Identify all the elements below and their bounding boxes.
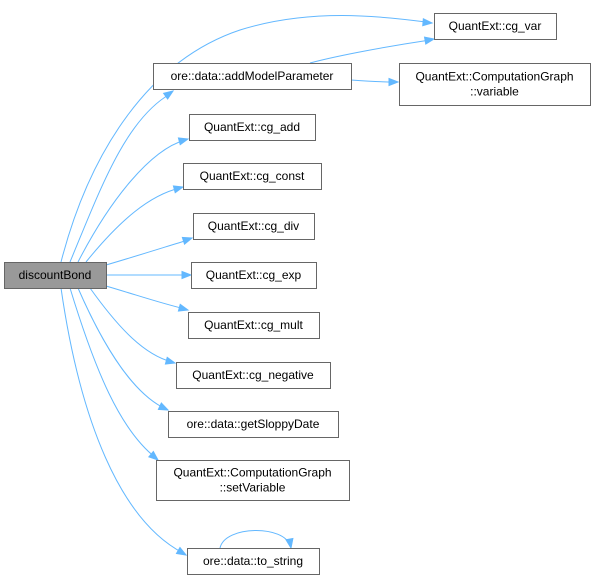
edge-discountBond-to-cg_var [60, 15, 434, 263]
arrowhead-icon [157, 402, 170, 411]
node-box [176, 362, 331, 389]
call-nodes: discountBond QuantExt::cg_varore::data::a… [4, 13, 591, 575]
edge-line [219, 530, 291, 549]
node-to_string[interactable]: ore::data::to_string [187, 548, 320, 575]
edge-line [350, 79, 395, 83]
node-label: QuantExt::cg_div [208, 219, 299, 233]
node-box [153, 63, 352, 90]
node-label: QuantExt::cg_exp [206, 268, 302, 282]
node-box [187, 548, 320, 575]
node-box [434, 13, 557, 40]
edge-discountBond-to-cg_const [85, 185, 185, 263]
node-box [189, 114, 316, 141]
arrowhead-icon [148, 450, 160, 461]
edge-discountBond-to-cg_negative [89, 287, 177, 365]
node-box [168, 411, 339, 438]
node-label: discountBond [19, 268, 92, 282]
node-label: QuantExt::ComputationGraph [415, 70, 573, 84]
arrowhead-icon [177, 137, 190, 146]
arrowhead-icon [164, 356, 177, 365]
edge-line [60, 287, 184, 554]
node-cg_negative[interactable]: QuantExt::cg_negative [176, 362, 331, 389]
node-label: QuantExt::cg_mult [204, 318, 303, 332]
node-label: ore::data::getSloppyDate [187, 417, 320, 431]
node-label: QuantExt::ComputationGraph [173, 466, 331, 480]
edge-addModelParameter-to-cg_var [309, 36, 436, 64]
edge-line [105, 239, 189, 266]
node-label: QuantExt::cg_add [204, 120, 300, 134]
node-cg_var[interactable]: QuantExt::cg_var [434, 13, 557, 40]
edge-discountBond-to-getSloppyDate [77, 287, 170, 411]
edge-line [60, 15, 427, 263]
edge-to_string-to-to_string [219, 530, 294, 550]
arrowhead-icon [423, 36, 436, 45]
node-cgVariable[interactable]: QuantExt::ComputationGraph::variable [399, 63, 591, 106]
node-box [183, 163, 322, 190]
edge-discountBond-to-cg_mult [105, 285, 190, 312]
node-cg_div[interactable]: QuantExt::cg_div [193, 213, 315, 240]
edge-discountBond-to-setVariable [69, 287, 160, 461]
node-box [4, 262, 107, 289]
edge-line [85, 187, 181, 263]
node-cg_const[interactable]: QuantExt::cg_const [183, 163, 322, 190]
node-label: ore::data::to_string [203, 554, 303, 568]
node-setVariable[interactable]: QuantExt::ComputationGraph::setVariable [156, 460, 350, 501]
node-getSloppyDate[interactable]: ore::data::getSloppyDate [168, 411, 339, 438]
node-box [188, 312, 320, 339]
arrowhead-icon [181, 270, 193, 280]
edge-discountBond-to-to_string [60, 287, 188, 556]
arrowhead-icon [177, 303, 190, 312]
edge-discountBond-to-addModelParameter [69, 90, 175, 263]
node-label: QuantExt::cg_negative [192, 368, 314, 382]
edge-discountBond-to-cg_add [77, 137, 190, 263]
node-label: ::setVariable [220, 481, 286, 495]
node-cg_exp[interactable]: QuantExt::cg_exp [191, 262, 317, 289]
edge-discountBond-to-cg_exp [106, 270, 193, 280]
node-label: ::variable [470, 85, 519, 99]
node-cg_mult[interactable]: QuantExt::cg_mult [188, 312, 320, 339]
node-box [156, 460, 350, 501]
edge-line [89, 287, 173, 363]
node-label: ore::data::addModelParameter [171, 69, 334, 83]
arrowhead-icon [181, 236, 194, 245]
edge-line [105, 285, 186, 310]
edge-addModelParameter-to-cgVariable [350, 77, 400, 87]
edge-line [69, 287, 157, 459]
node-box [193, 213, 315, 240]
edge-line [309, 39, 431, 64]
edge-line [69, 93, 171, 263]
node-cg_add[interactable]: QuantExt::cg_add [189, 114, 316, 141]
arrowhead-icon [388, 77, 400, 87]
node-label: QuantExt::cg_var [449, 19, 542, 33]
arrowhead-icon [285, 537, 294, 550]
arrowhead-icon [422, 17, 434, 27]
node-addModelParameter[interactable]: ore::data::addModelParameter [153, 63, 352, 90]
edge-discountBond-to-cg_div [105, 236, 194, 266]
edge-line [77, 287, 167, 410]
arrowhead-icon [172, 185, 185, 194]
node-box [399, 63, 591, 106]
arrowhead-icon [162, 90, 175, 100]
node-discountBond: discountBond [4, 262, 107, 289]
node-box [191, 262, 317, 289]
edge-line [77, 139, 186, 263]
node-label: QuantExt::cg_const [200, 169, 305, 183]
arrowhead-icon [175, 546, 188, 556]
call-edges [60, 15, 436, 556]
